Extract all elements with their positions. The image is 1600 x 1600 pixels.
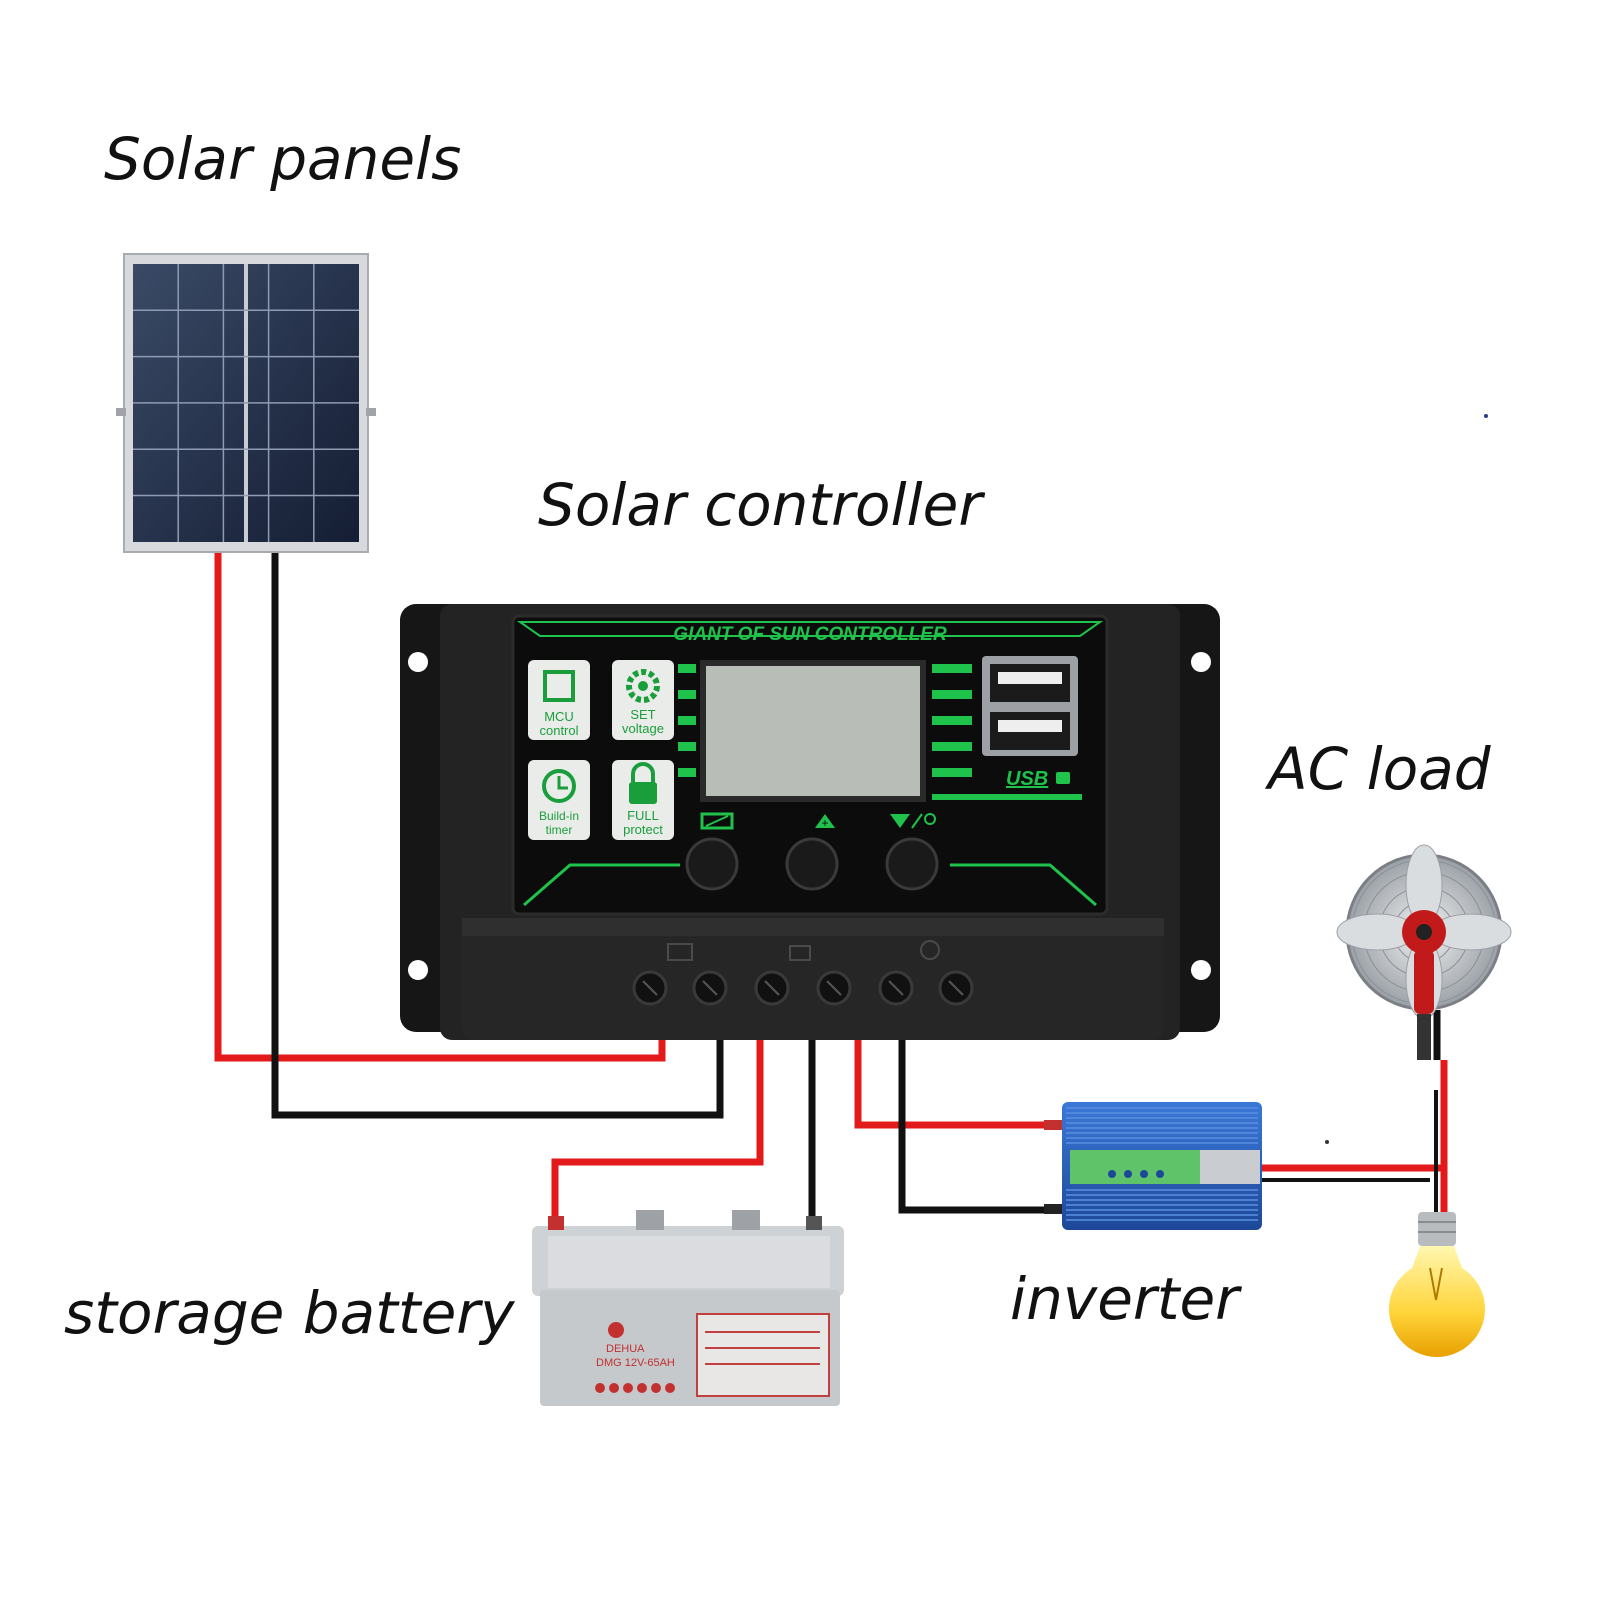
feature-line2: protect: [623, 822, 663, 837]
gear-icon: [626, 669, 660, 703]
feature-tile-mcu: MCU control: [528, 660, 590, 740]
label-ac-load: AC load: [1268, 735, 1491, 803]
inverter-outlet: [1200, 1150, 1260, 1184]
lcd-screen: [706, 666, 920, 796]
inverter: [1044, 1102, 1262, 1230]
feature-line1: MCU: [544, 709, 574, 724]
indicator-bars-right: [932, 664, 1082, 800]
terminal-slot: [764, 980, 780, 996]
terminal-markings: [667, 940, 940, 961]
wire-load-negative: [898, 1015, 1062, 1214]
terminal-slot: [826, 980, 842, 996]
button-icons: +: [700, 812, 936, 830]
wire-panel-negative: [271, 550, 724, 1119]
mount-hole-top-left: [408, 652, 428, 672]
battery-brand: DEHUA: [606, 1343, 645, 1355]
down-button[interactable]: [885, 837, 939, 891]
indicator-bars-left: [678, 664, 696, 777]
feature-line2: timer: [546, 823, 573, 837]
battery-cert-icons: [595, 1383, 675, 1393]
label-solar-controller: Solar controller: [538, 471, 983, 539]
terminal-block: [632, 970, 974, 1006]
up-button[interactable]: [785, 837, 839, 891]
stray-dot: [1484, 414, 1488, 418]
brand-logo-icon: [608, 1322, 624, 1338]
chip-icon: [543, 670, 575, 702]
stray-dot: [1325, 1140, 1329, 1144]
svg-text:+: +: [821, 816, 828, 830]
feature-tile-set-voltage: SET voltage: [612, 660, 674, 740]
feature-line1: Build-in: [539, 809, 579, 823]
terminal-slot: [642, 980, 658, 996]
inverter-positive-lead: [1044, 1120, 1062, 1130]
battery-positive-terminal: [548, 1216, 564, 1230]
wire-battery-positive: [551, 1015, 764, 1222]
terminal-slot: [702, 980, 718, 996]
terminal-slot: [948, 980, 964, 996]
accent-lines: [523, 863, 1097, 907]
inverter-label-panel: [1070, 1150, 1210, 1184]
mount-hole-bottom-right: [1191, 960, 1211, 980]
usb-ports: [982, 656, 1078, 756]
inverter-fins: [1066, 1107, 1258, 1221]
menu-button[interactable]: [685, 837, 739, 891]
feature-line1: SET: [630, 707, 655, 722]
fan-icon: [1336, 844, 1512, 1060]
label-solar-panels: Solar panels: [104, 125, 462, 193]
clock-icon: [542, 769, 576, 803]
label-inverter: inverter: [1010, 1265, 1239, 1333]
battery-small-icon: [1056, 772, 1070, 784]
label-storage-battery: storage battery: [64, 1279, 515, 1347]
terminal-slot: [888, 980, 904, 996]
wire-load-positive: [854, 1015, 1062, 1129]
feature-line2: control: [539, 723, 578, 738]
solar-controller: GIANT OF SUN CONTROLLER MCU control SET …: [400, 604, 1220, 1040]
usb-label: USB: [1006, 768, 1048, 790]
feature-line2: voltage: [622, 721, 664, 736]
feature-tile-protect: FULL protect: [612, 760, 674, 840]
inverter-negative-lead: [1044, 1204, 1062, 1214]
battery-spec-label: [696, 1313, 830, 1397]
battery-negative-terminal: [806, 1216, 822, 1230]
bulb-small-icon: [924, 813, 936, 825]
up-arrow-icon: [815, 814, 835, 828]
down-arrow-icon: [890, 814, 910, 828]
light-bulb-icon: [1388, 1212, 1485, 1357]
battery-model: DMG 12V-65AH: [596, 1357, 675, 1369]
controller-header: GIANT OF SUN CONTROLLER: [673, 624, 947, 645]
menu-icon: [700, 812, 734, 830]
storage-battery: DEHUA DMG 12V-65AH: [532, 1210, 844, 1406]
mount-hole-bottom-left: [408, 960, 428, 980]
lock-icon: [631, 762, 655, 782]
mount-hole-top-right: [1191, 652, 1211, 672]
solar-panel: [116, 253, 376, 553]
feature-line1: FULL: [627, 808, 659, 823]
panel-cell-grid: [133, 264, 359, 542]
feature-tile-timer: Build-in timer: [528, 760, 590, 840]
